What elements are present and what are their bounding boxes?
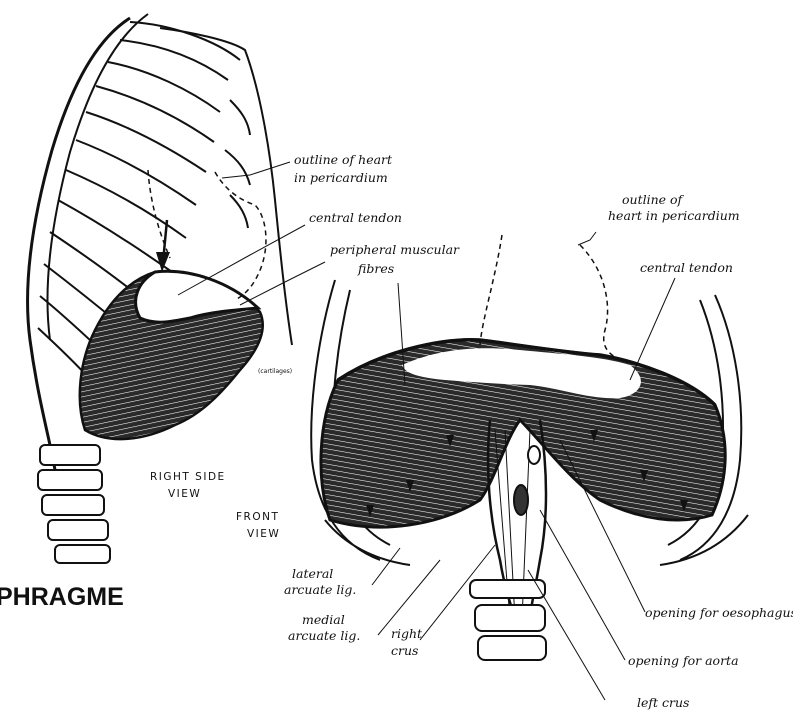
label-right-side-view-2: VIEW — [168, 488, 201, 500]
label-peripheral-fibres-2: fibres — [357, 261, 394, 276]
label-medial-arcuate-1: medial — [302, 612, 345, 627]
label-heart-outline-side-2: in pericardium — [294, 170, 388, 185]
label-lateral-arcuate-1: lateral — [292, 566, 333, 581]
label-peripheral-fibres-1: peripheral muscular — [330, 242, 460, 257]
label-lateral-arcuate-2: arcuate lig. — [284, 582, 356, 597]
front-vertebrae — [470, 580, 546, 660]
label-right-crus-2: crus — [391, 643, 418, 658]
front-view-drawing — [311, 235, 748, 660]
label-central-tendon-side: central tendon — [309, 210, 402, 225]
front-aorta-opening — [514, 485, 528, 515]
label-right-side-view-1: RIGHT SIDE — [150, 471, 226, 483]
label-opening-oesophagus: opening for oesophagus — [645, 605, 793, 620]
label-front-view-1: FRONT — [236, 511, 279, 523]
label-front-view-2: VIEW — [247, 528, 280, 540]
label-central-tendon-front: central tendon — [640, 260, 733, 275]
front-oesophagus-opening — [528, 446, 540, 464]
label-heart-outline-front-2: heart in pericardium — [608, 208, 740, 223]
label-heart-outline-side-1: outline of heart — [294, 152, 393, 167]
label-heart-outline-front-1: outline of — [622, 192, 685, 207]
page-title: PHRAGME — [0, 583, 124, 612]
label-small-note: (cartilages) — [258, 368, 292, 375]
label-opening-aorta: opening for aorta — [628, 653, 739, 668]
label-right-crus-1: right — [391, 626, 423, 641]
label-left-crus: left crus — [637, 695, 689, 710]
label-medial-arcuate-2: arcuate lig. — [288, 628, 360, 643]
